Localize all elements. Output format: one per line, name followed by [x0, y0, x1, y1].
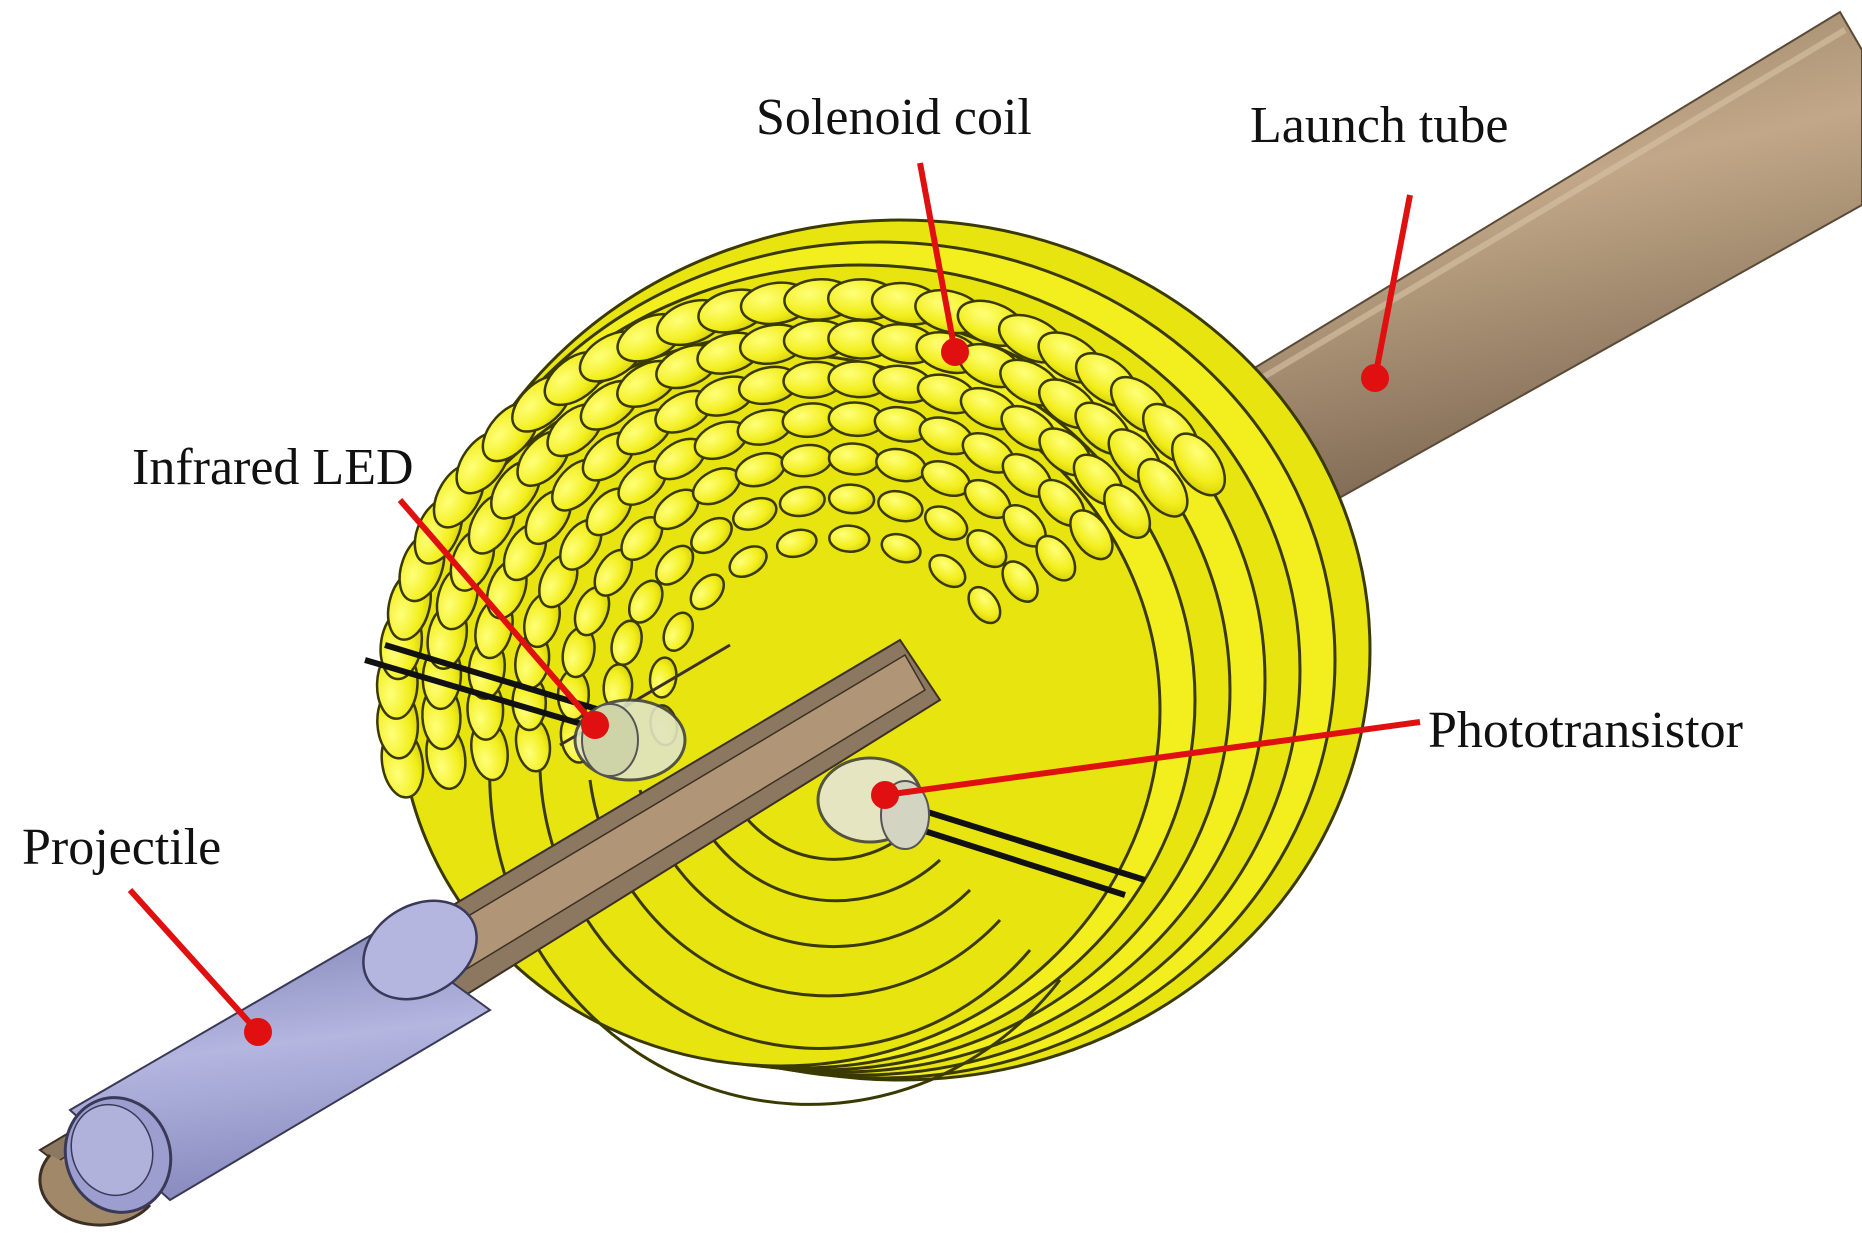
coil-wire-section	[880, 532, 922, 564]
phototransistor-label: Phototransistor	[1428, 702, 1743, 759]
callout-proj-dot	[244, 1018, 272, 1046]
callout-led-line	[397, 498, 598, 727]
coil-wire-section	[689, 573, 726, 611]
coil-wire-section	[1001, 560, 1039, 603]
coil-wire-section	[928, 553, 967, 589]
coil-wire-section	[828, 524, 871, 553]
coil-wire-section	[690, 516, 733, 555]
callout-photo-line	[884, 719, 1421, 798]
callout-solenoid-dot	[941, 338, 969, 366]
coil-wire-section	[775, 528, 818, 559]
callouts	[127, 162, 1421, 1046]
coil-wire-section	[1069, 509, 1114, 561]
coil-wire-section	[1103, 483, 1152, 539]
infrared-led-label: Infrared LED	[132, 439, 414, 496]
projectile	[63, 899, 492, 1214]
coil-wire-section	[967, 585, 1002, 625]
callout-solenoid-line	[917, 162, 958, 353]
coil-wire-section	[877, 489, 924, 523]
coil-wire-section	[827, 483, 876, 515]
launch-tube-label: Launch tube	[1250, 97, 1509, 154]
coil-wire-section	[654, 544, 695, 586]
coil-wire-section	[1035, 534, 1077, 582]
coil-wire-section	[966, 529, 1008, 569]
projectile-label: Projectile	[22, 819, 222, 876]
callout-photo-dot	[871, 781, 899, 809]
infrared-led	[364, 642, 687, 782]
coil-wire-section	[728, 545, 768, 579]
coil-wire-section	[627, 579, 664, 624]
coil-wire-section	[924, 505, 969, 541]
callout-proj-line	[127, 887, 261, 1035]
coil-wire-section	[1137, 457, 1189, 518]
callout-led-dot	[581, 711, 609, 739]
solenoid-coil-label: Solenoid coil	[756, 89, 1032, 146]
coil-wire-section	[662, 611, 694, 652]
coil-wire-section	[1170, 432, 1227, 497]
callout-launch-dot	[1361, 364, 1389, 392]
coil-wire-section	[732, 496, 778, 531]
coil-wire-section	[778, 485, 826, 518]
callout-launch-line	[1372, 194, 1413, 379]
